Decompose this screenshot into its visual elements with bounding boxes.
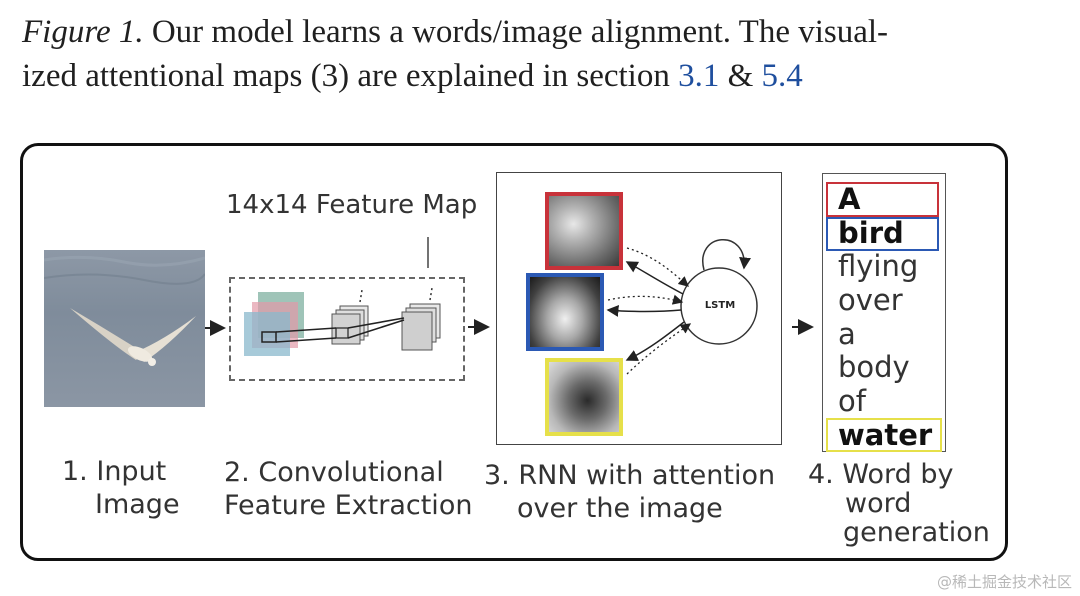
section-ref-3-1[interactable]: 3.1 — [678, 58, 720, 94]
step-text: RNN with attention — [518, 460, 776, 491]
conv-connection-lines — [275, 317, 405, 343]
word-a: A — [838, 182, 861, 216]
bird-photo-icon — [43, 255, 206, 366]
attention-map-yellow — [545, 358, 623, 436]
conv-feature-box — [229, 277, 465, 381]
word-of: of — [838, 384, 866, 418]
attention-map-blue — [526, 273, 604, 351]
figure-caption: Figure 1. Our model learns a words/image… — [22, 10, 1062, 98]
conv-layer-stack-1 — [331, 289, 369, 345]
caption-amp: & — [719, 58, 762, 94]
step-label-rnn: 3. RNN with attention over the image — [484, 459, 775, 525]
step-label-words: 4. Word by word generation — [808, 460, 990, 547]
word-over: over — [838, 283, 903, 317]
caption-text-line2: ized attentional maps (3) are explained … — [22, 58, 679, 94]
step-text: Word by — [842, 459, 954, 490]
step-text: Input — [96, 456, 167, 487]
step-text: over the image — [517, 493, 723, 524]
step-number: 4. — [808, 459, 834, 490]
lstm-self-loop — [702, 239, 752, 271]
section-ref-5-4[interactable]: 5.4 — [761, 58, 803, 94]
step-label-conv: 2. Convolutional Feature Extraction — [224, 456, 472, 522]
watermark: @稀土掘金技术社区 — [936, 573, 1072, 591]
step-number: 1. — [62, 456, 88, 487]
step-text: Feature Extraction — [224, 490, 473, 521]
figure-label: Figure 1. — [22, 14, 144, 50]
highlight-word-a — [826, 182, 939, 217]
step-text: Image — [95, 489, 180, 520]
attention-to-lstm-arrows — [607, 247, 692, 375]
caption-text-line1: Our model learns a words/image alignment… — [143, 14, 889, 50]
feature-map-title: 14x14 Feature Map — [226, 190, 478, 220]
conv-layer-stack-2 — [401, 287, 441, 351]
highlight-word-water — [826, 418, 942, 452]
word-flying: flying — [838, 249, 919, 283]
attention-map-red — [545, 192, 623, 270]
step-text: Convolutional — [258, 457, 444, 488]
diagram-frame — [20, 143, 1008, 561]
word-a-lower: a — [838, 317, 856, 351]
lstm-node — [680, 267, 758, 345]
lstm-to-attention-arrows — [606, 261, 685, 361]
word-body: body — [838, 350, 910, 384]
input-feature-stack — [244, 292, 304, 356]
word-water: water — [838, 418, 933, 452]
step-number: 2. — [224, 457, 250, 488]
word-bird: bird — [838, 216, 904, 250]
step-label-input: 1. Input Image — [62, 455, 180, 521]
step-text: word — [845, 488, 912, 519]
step-number: 3. — [484, 460, 510, 491]
step-text: generation — [843, 517, 990, 548]
rnn-attention-box — [496, 172, 782, 445]
lstm-label: LSTM — [704, 300, 736, 311]
input-image — [43, 250, 206, 407]
highlight-word-bird — [826, 217, 939, 251]
